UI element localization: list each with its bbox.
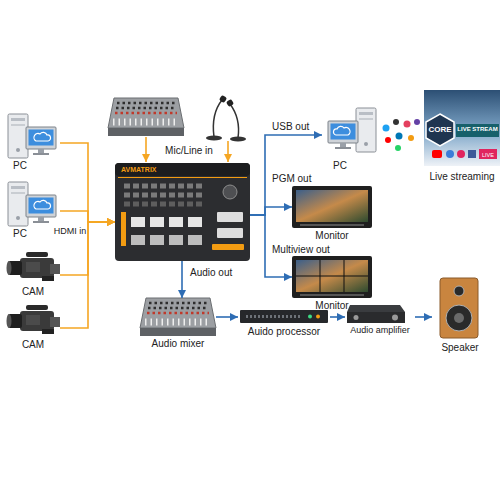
signal-label: Mic/Line in: [158, 145, 220, 157]
node-label: Speaker: [432, 342, 488, 354]
edge-label: USB out: [272, 121, 309, 133]
signal-label: LIVE: [479, 150, 497, 160]
camera-illustration: [7, 305, 61, 334]
pc-illustration: [8, 114, 56, 158]
switcher-illustration: [115, 163, 250, 261]
pc-illustration: [328, 108, 376, 152]
node-label: CAM: [15, 339, 51, 351]
edge-label: Audio out: [190, 267, 232, 279]
amplifier-illustration: [347, 305, 405, 323]
signal-label: HDMI in: [52, 226, 88, 236]
hdmi-connector: [60, 143, 115, 222]
live-stream-illustration: [383, 90, 500, 166]
node-label: Auido processor: [238, 326, 330, 338]
monitor-node: Monitor: [292, 256, 372, 313]
mic-line-arrows: [146, 137, 228, 162]
monitor-node: Monitor: [292, 186, 372, 243]
node-label: Audio amplifier: [345, 325, 415, 335]
signal-arrow: [216, 316, 238, 318]
node-label: CAM: [15, 286, 51, 298]
monitor-illustration: [292, 186, 372, 228]
audio-mixer-node: Audio mixer: [140, 298, 216, 350]
node-label: PC: [5, 160, 35, 172]
pc-illustration: [8, 182, 56, 226]
mixer-illustration: [140, 298, 216, 336]
hdmi-connector: [60, 211, 115, 222]
node-label: PC: [5, 228, 35, 240]
signal-arrow: [330, 316, 345, 318]
speaker-node: Speaker: [432, 276, 488, 356]
node-label: CORE: [424, 125, 456, 134]
camera-node: CAM: [3, 303, 60, 353]
audio-processor-node: Auido processor: [238, 308, 330, 344]
node-label: Audio mixer: [140, 338, 216, 350]
audio-amplifier-node: Audio amplifier: [345, 303, 415, 348]
node-label: LIVE STREAM: [456, 126, 499, 133]
microphone-illustration: [206, 95, 246, 142]
signal-arrow: [250, 207, 292, 215]
camera-illustration: [7, 252, 61, 281]
node-label: Live streaming: [424, 171, 500, 183]
edge-label: PGM out: [272, 173, 311, 185]
node-label: Monitor: [292, 230, 372, 242]
live-stream-node: CORELIVE STREAM Live streaming: [380, 85, 500, 185]
signal-arrow: [415, 316, 432, 318]
node-label: PC: [322, 160, 358, 172]
node-label: AVMATRIX: [121, 166, 181, 174]
edge-label: Multiview out: [272, 244, 330, 256]
pc-node: PC: [5, 180, 60, 242]
pc-node: PC: [322, 105, 376, 173]
processor-illustration: [240, 310, 328, 323]
pc-node: PC: [5, 112, 60, 174]
hdmi-connector: [60, 222, 115, 328]
mixer-illustration: [108, 98, 184, 136]
monitor-illustration: [292, 256, 372, 298]
camera-node: CAM: [3, 250, 60, 300]
node-label: Monitor: [292, 300, 372, 312]
switcher-node: AVMATRIX: [115, 163, 250, 261]
signal-arrow: [181, 261, 183, 298]
speaker-illustration: [440, 278, 478, 338]
signal-arrow: [250, 135, 322, 215]
